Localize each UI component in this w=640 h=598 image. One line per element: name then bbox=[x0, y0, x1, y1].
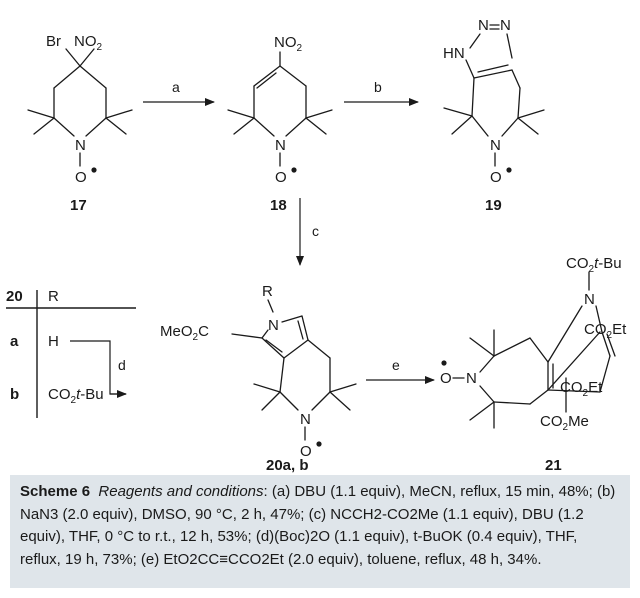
atom-co2me: CO2Me bbox=[540, 413, 589, 433]
atom-hn: HN bbox=[443, 45, 465, 62]
compound-21-structure: O N N CO2t-Bu CO2Et CO2Et CO2Me bbox=[440, 255, 627, 433]
atom-n-bridge: N bbox=[584, 291, 595, 308]
table-row-a-value: H bbox=[48, 333, 59, 350]
compound-19-label: 19 bbox=[485, 197, 502, 214]
reaction-scheme-6: Br NO2 N O 17 a NO2 N bbox=[6, 17, 627, 474]
table-header-r: R bbox=[48, 288, 59, 305]
compound-18-label: 18 bbox=[270, 197, 287, 214]
compound-19-structure: N N HN N O bbox=[443, 17, 545, 186]
table-row-b-label: b bbox=[10, 386, 19, 403]
atom-co2et-2: CO2Et bbox=[560, 379, 603, 399]
caption-reagents-label: Reagents and conditions bbox=[98, 483, 264, 500]
atom-co2et: CO2Et bbox=[584, 321, 627, 341]
atom-o-radical: O bbox=[75, 169, 87, 186]
condition-a-label: a bbox=[172, 79, 180, 95]
atom-no2: NO2 bbox=[74, 33, 103, 53]
condition-e-label: e bbox=[392, 357, 400, 373]
compound-17-structure: Br NO2 N O bbox=[27, 33, 133, 186]
r-group-table: 20 R a H b CO2t-Bu d bbox=[6, 288, 136, 418]
compound-20-label: 20a, b bbox=[266, 457, 309, 474]
atom-n: N bbox=[500, 17, 511, 34]
atom-n: N bbox=[466, 370, 477, 387]
compound-17-label: 17 bbox=[70, 197, 87, 214]
atom-n: N bbox=[275, 137, 286, 154]
atom-n: N bbox=[490, 137, 501, 154]
compound-21-label: 21 bbox=[545, 457, 562, 474]
table-row-a-label: a bbox=[10, 333, 19, 350]
compound-18-structure: NO2 N O bbox=[227, 34, 333, 186]
atom-o-radical: O bbox=[300, 443, 312, 460]
atom-n: N bbox=[75, 137, 86, 154]
atom-n: N bbox=[300, 411, 311, 428]
atom-br: Br bbox=[46, 33, 61, 50]
compound-20-structure: R N MeO2C N O bbox=[160, 283, 357, 460]
atom-r: R bbox=[262, 283, 273, 300]
atom-meo2c: MeO2C bbox=[160, 323, 209, 343]
condition-c-label: c bbox=[312, 223, 319, 239]
caption-text: : (a) DBU (1.1 equiv), MeCN, reflux, 15 … bbox=[20, 483, 616, 568]
table-header-compound: 20 bbox=[6, 288, 23, 305]
atom-n: N bbox=[478, 17, 489, 34]
atom-n: N bbox=[268, 317, 279, 334]
atom-o-radical: O bbox=[440, 370, 452, 387]
atom-co2tbu: CO2t-Bu bbox=[566, 255, 622, 275]
condition-d-label: d bbox=[118, 357, 126, 373]
scheme-caption: Scheme 6 Reagents and conditions: (a) DB… bbox=[10, 475, 630, 588]
caption-scheme-label: Scheme 6 bbox=[20, 483, 91, 500]
atom-no2: NO2 bbox=[274, 34, 303, 54]
condition-b-label: b bbox=[374, 79, 382, 95]
table-row-b-value: CO2t-Bu bbox=[48, 386, 104, 406]
atom-o-radical: O bbox=[490, 169, 502, 186]
atom-o-radical: O bbox=[275, 169, 287, 186]
